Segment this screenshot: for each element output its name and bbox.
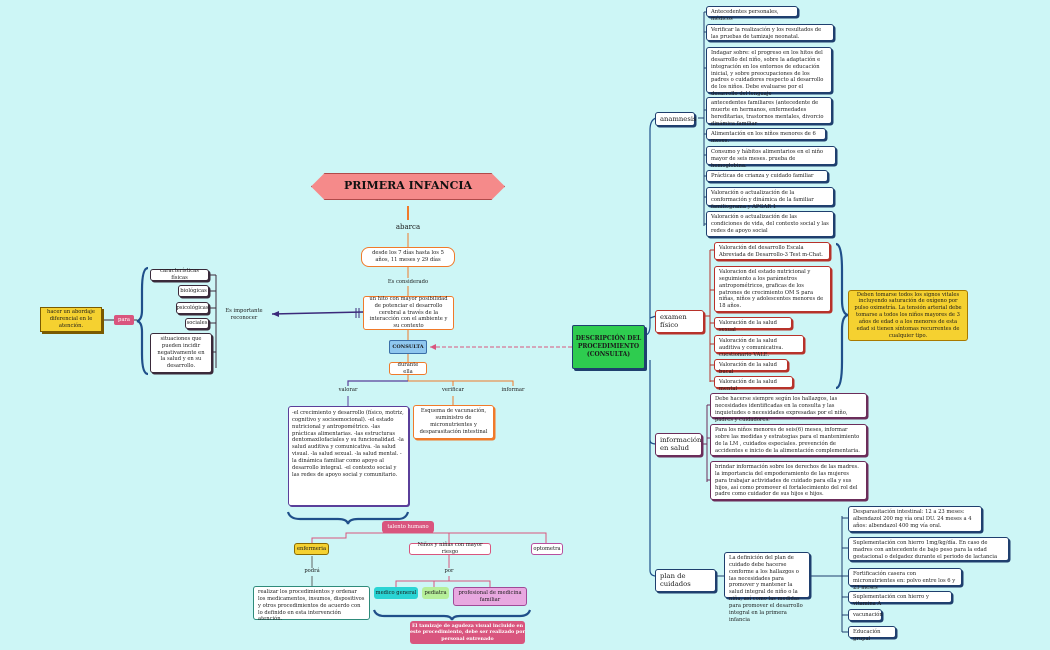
examen-fisico-node: examen físico <box>655 310 704 333</box>
examen-item: Valoracion del estado nutricional y segu… <box>714 266 831 312</box>
factor-biologicas: biológicas <box>178 285 209 297</box>
examen-item: Valoración del desarrollo Escala Abrevia… <box>714 242 830 260</box>
durante-node: durante ella <box>389 362 427 375</box>
factor-caracteristicas: características físicas <box>150 268 209 281</box>
examen-item: Valoración de la salud auditiva y comuni… <box>714 335 804 358</box>
anamnesis-item: Valoración o actualización de la conform… <box>706 187 834 210</box>
consulta-node: CONSULTA <box>389 340 427 354</box>
anamnesis-item: Alimentación en los niños menores de 6 m… <box>706 128 826 144</box>
informacion-item: brindar información sobre los derechos d… <box>710 461 867 500</box>
abarca-label: abarca <box>395 223 421 231</box>
plan-cuidados-node: plan de cuidados <box>655 569 716 592</box>
plan-definition: La definición del plan de cuidado debe h… <box>724 552 810 623</box>
plan-item: Desparasitación intestinal: 12 a 23 mese… <box>848 506 982 532</box>
examen-item: Valoración de la salud mental <box>714 376 793 392</box>
anamnesis-item: Indagar sobre: el progreso en los hitos … <box>706 47 832 97</box>
period-node: un hito con mayor posibilidad de potenci… <box>363 296 454 330</box>
vital-signs-note: Deben tomarse todos los signos vitales i… <box>848 290 968 341</box>
anamnesis-item: Prácticas de crianza y cuidado familiar <box>706 170 828 182</box>
examen-item: Valoración de la salud bucal <box>714 359 788 375</box>
importante-label: Es importante reconocer <box>225 308 263 321</box>
main-title: PRIMERA INFANCIA <box>311 173 505 200</box>
doctor-medico-general: medico general <box>374 587 418 599</box>
anamnesis-item: antecedentes familiares (antecedente de … <box>706 97 832 127</box>
podra-label: podrá <box>304 568 320 574</box>
factor-situaciones: situaciones que pueden incidir negativam… <box>150 333 212 373</box>
anamnesis-item: Antecedentes personales, médicos <box>706 6 798 22</box>
age-range-node: desde los 7 días hasta los 5 años, 11 me… <box>361 247 455 267</box>
valorar-details: -el crecimiento y desarrollo (físico, mo… <box>288 406 409 506</box>
informacion-item: Para los niños menores de seis(6) meses,… <box>710 424 867 456</box>
plan-item: Suplementación con hierro y vitamina A <box>848 591 952 607</box>
informacion-item: Debe hacerse siempre según los hallazgos… <box>710 393 867 423</box>
doctor-medicina-familiar: profesional de medicina familiar <box>453 587 527 606</box>
tamizaje-note: El tamizaje de agudeza visual incluido e… <box>410 621 525 644</box>
factor-sociales: sociales <box>185 318 209 329</box>
plan-item: Educación grupal <box>848 626 896 642</box>
verificar-details: Esquema de vacunación, suministro de mic… <box>413 405 494 439</box>
doctor-pediatra: pediatra <box>422 587 449 599</box>
examen-item: Valoración de la salud sexual <box>714 317 792 333</box>
anamnesis-item: Consumo y hábitos alimentarios en el niñ… <box>706 146 836 169</box>
diagnosis-node: hacer un abordaje diferencial en le aten… <box>40 307 102 332</box>
anamnesis-node: anamnesis <box>655 112 696 127</box>
enfermeria-details: realizar los procedimientos y ordenar lo… <box>253 586 370 622</box>
central-node: DESCRIPCIÓN DEL PROCEDIMIENTO (CONSULTA) <box>572 325 645 369</box>
talento-humano-node: talento humano <box>382 521 434 533</box>
plan-item: Fortificación casera con micronutrientes… <box>848 568 962 591</box>
por-label: por <box>444 568 454 574</box>
para-node: para <box>114 315 134 325</box>
informacion-salud-node: información en salud <box>655 433 702 456</box>
role-optometra: optometra <box>531 543 563 555</box>
plan-item: Suplementación con hierro 1mg/kg/día. En… <box>848 537 1009 561</box>
action-verificar: verificar <box>441 387 465 393</box>
role-enfermeria: enfermeria <box>294 543 329 555</box>
plan-item: vacunación <box>848 609 883 621</box>
anamnesis-item: Valoración o actualización de las condic… <box>706 211 834 237</box>
es-considerado-label: Es considerado <box>387 279 429 285</box>
action-valorar: valorar <box>338 387 358 393</box>
anamnesis-item: Verificar la realización y los resultado… <box>706 24 834 41</box>
role-ninos-riesgo: Niños y niñas con mayor riesgo <box>409 542 491 555</box>
action-informar: informar <box>501 387 525 393</box>
factor-psicologicas: psicológicas <box>176 302 209 314</box>
